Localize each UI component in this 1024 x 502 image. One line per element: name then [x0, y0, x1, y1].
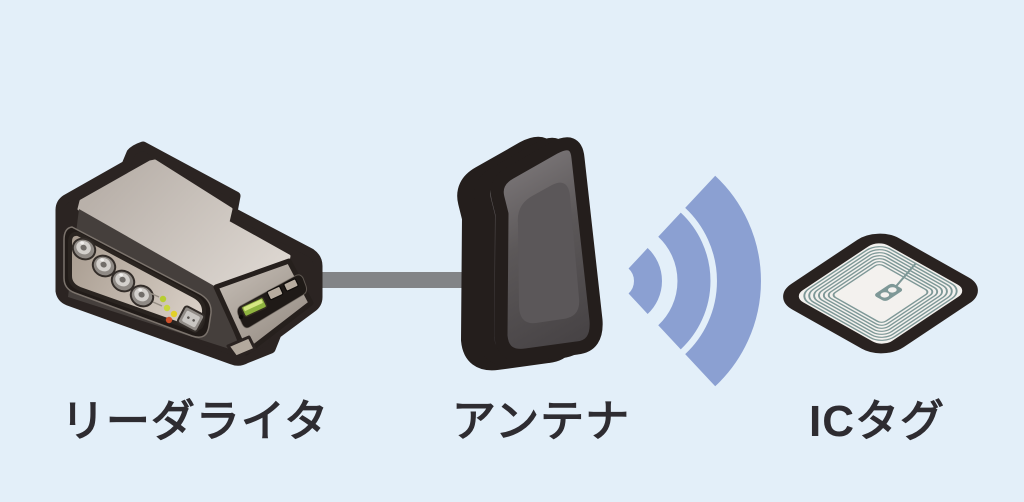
antenna-inner-plate: [517, 182, 580, 324]
coax-connector-4: [129, 284, 155, 308]
dsub-connector: [176, 305, 206, 333]
reader-writer-device: [55, 141, 323, 366]
coax-cable: [308, 272, 473, 288]
ic-tag-card: [783, 233, 978, 354]
reader-side-ports: [236, 274, 308, 329]
led-red: [165, 316, 173, 324]
coax-connector-1: [71, 237, 97, 261]
power-terminal-green: [240, 296, 268, 318]
label-antenna: アンテナ: [451, 397, 631, 446]
tag-coil: [803, 246, 958, 341]
wave-arc-large: [684, 175, 761, 387]
coax-connector-2: [91, 254, 117, 278]
side-port-2: [283, 278, 299, 292]
radio-wave-icon: [627, 175, 761, 387]
label-reader-writer: リーダライタ: [60, 397, 330, 446]
tag-chip-trace: [894, 263, 917, 287]
status-leds: [149, 292, 178, 324]
side-screw: [238, 314, 244, 320]
antenna-panel: [457, 136, 603, 371]
reader-foot: [226, 335, 257, 359]
side-port-1: [266, 285, 284, 301]
label-ic-tag: ICタグ: [809, 397, 945, 446]
wave-arc-small: [627, 248, 662, 314]
led-green-2: [163, 304, 171, 312]
led-green-1: [159, 295, 167, 303]
led-yellow: [170, 310, 178, 318]
tag-chip: [875, 283, 903, 301]
coax-connector-3: [110, 269, 136, 293]
reader-front-panel: [63, 226, 212, 338]
wave-arc-medium: [657, 212, 711, 350]
